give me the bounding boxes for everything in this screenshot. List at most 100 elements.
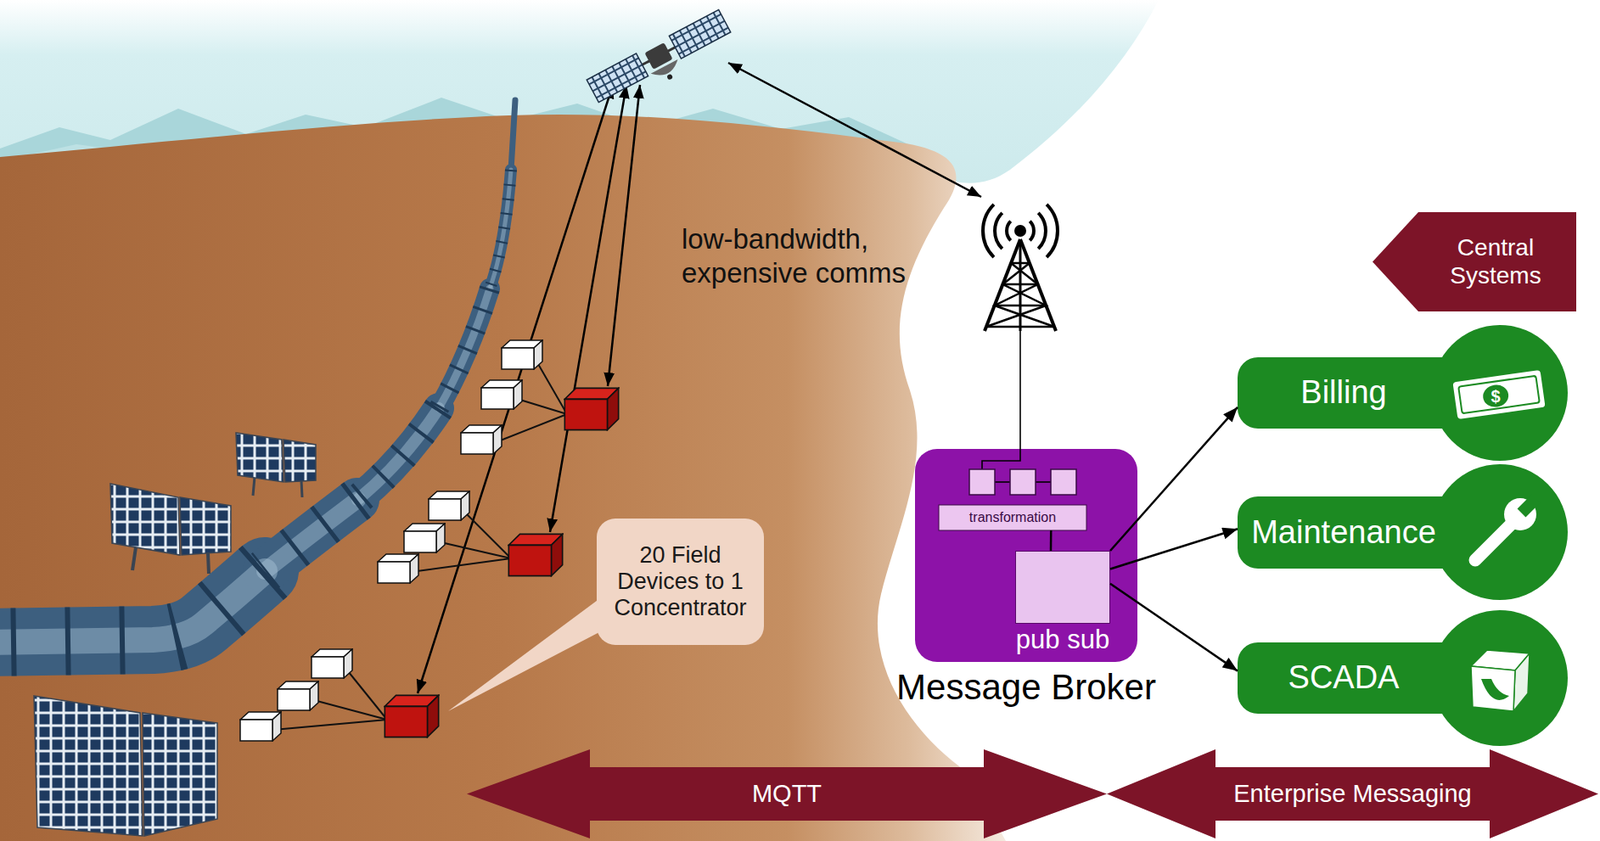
solar-panels — [110, 483, 180, 556]
currency-symbol-box: $ — [1490, 386, 1500, 407]
pipeline — [264, 499, 358, 572]
wrench-icon — [1475, 524, 1511, 561]
system-tab: Billing — [1237, 357, 1450, 429]
scada-cube-icon — [1470, 650, 1530, 712]
field-devices — [377, 554, 419, 584]
solar-panels — [33, 696, 143, 837]
protocol-band-arrow: MQTT — [466, 749, 1107, 839]
radio-tower — [1046, 204, 1058, 258]
arrow-shape — [1372, 212, 1577, 312]
node-label: transformation — [969, 510, 1056, 526]
pipeline — [357, 408, 439, 500]
concentrators — [384, 695, 438, 737]
uplink-arrows — [417, 62, 982, 694]
node-label: SCADA — [1288, 659, 1400, 697]
radio-tower — [1010, 262, 1030, 265]
field-device-links — [273, 358, 568, 730]
solar-panels — [235, 432, 284, 483]
system-icon-discs — [1431, 464, 1568, 601]
system-icon-discs — [1431, 325, 1568, 747]
connector-arrow — [1049, 530, 1053, 551]
pipeline — [489, 169, 511, 289]
pipeline — [0, 100, 516, 643]
link-note: low-bandwidth, expensive comms — [681, 222, 937, 290]
field-devices — [277, 681, 319, 711]
callout-tail — [448, 591, 609, 712]
uplink-arrows — [607, 84, 640, 387]
satellite — [651, 59, 682, 81]
ground — [0, 114, 1006, 841]
transformation-bar — [938, 505, 1087, 531]
radio-tower — [994, 213, 1003, 249]
pipeline — [0, 571, 265, 643]
wrench-icon — [1517, 494, 1541, 518]
field-device-links — [273, 719, 388, 730]
field-device-links — [410, 558, 511, 573]
banknote-icon — [1482, 383, 1511, 410]
connector-arrow — [1110, 528, 1238, 569]
satellite — [586, 9, 737, 114]
solar-panels — [179, 497, 231, 556]
field-devices — [460, 425, 502, 455]
radio-tower — [1006, 221, 1011, 242]
pipeline — [0, 571, 265, 643]
queue-slot — [969, 469, 995, 495]
field-device-links — [310, 699, 388, 720]
solar-panels — [142, 712, 218, 837]
field-devices — [481, 380, 523, 410]
field-devices — [404, 523, 445, 553]
pipeline — [489, 169, 511, 289]
system-icon-discs — [1431, 325, 1568, 461]
banknote-icon — [1458, 376, 1540, 414]
connector-arrow — [1110, 407, 1238, 551]
field-devices — [311, 649, 353, 679]
system-tab: SCADA — [1237, 642, 1450, 714]
queue-slot — [1050, 469, 1077, 495]
solar-panels — [252, 477, 255, 496]
banknote-icon — [1452, 370, 1545, 420]
queue-link — [1035, 481, 1051, 483]
scada-cube-icon — [1481, 679, 1510, 701]
protocol-band-arrow: Enterprise Messaging — [1106, 749, 1599, 839]
callout-bubble: 20 Field Devices to 1 Concentrator — [596, 518, 764, 646]
solar-panels — [132, 547, 136, 571]
node-label: Maintenance — [1251, 514, 1437, 552]
currency-symbol: $ — [1490, 386, 1500, 407]
system-group-arrow: Central Systems — [1372, 212, 1577, 312]
tab-shape — [1237, 642, 1450, 714]
system-tab: Maintenance — [1237, 496, 1450, 569]
node-label: MQTT — [752, 780, 822, 809]
radio-tower — [986, 325, 1055, 329]
pub-sub-engine: pub sub — [1015, 550, 1111, 624]
radio-tower — [994, 304, 1047, 308]
radio-tower — [986, 263, 1046, 327]
scada-cube-icon — [1513, 653, 1530, 712]
transformation-stage: transformation — [938, 469, 1087, 531]
message-broker-box: Message Brokertransformationpub sub — [915, 449, 1138, 663]
solar-panels — [283, 439, 316, 483]
radio-tower — [1038, 213, 1046, 249]
satellite — [666, 73, 674, 81]
tab-shape — [1237, 357, 1450, 429]
radio-tower — [982, 204, 1058, 450]
field-devices — [240, 712, 281, 742]
field-device-links — [437, 541, 511, 559]
node-label: pub sub — [1016, 624, 1110, 656]
radio-tower — [1002, 283, 1038, 287]
satellite — [586, 53, 648, 102]
radio-tower — [982, 204, 994, 258]
uplink-arrows — [728, 62, 982, 197]
solar-panels — [207, 553, 209, 574]
pipeline — [0, 571, 265, 643]
queue-link — [994, 481, 1011, 483]
pipeline — [489, 169, 511, 289]
wrench-icon — [1475, 494, 1540, 561]
field-devices — [501, 340, 543, 370]
node-label: Billing — [1300, 374, 1387, 412]
node-label: Central Systems — [1431, 234, 1560, 289]
field-devices — [428, 491, 470, 521]
field-device-links — [494, 414, 568, 444]
concentrators — [384, 387, 618, 737]
